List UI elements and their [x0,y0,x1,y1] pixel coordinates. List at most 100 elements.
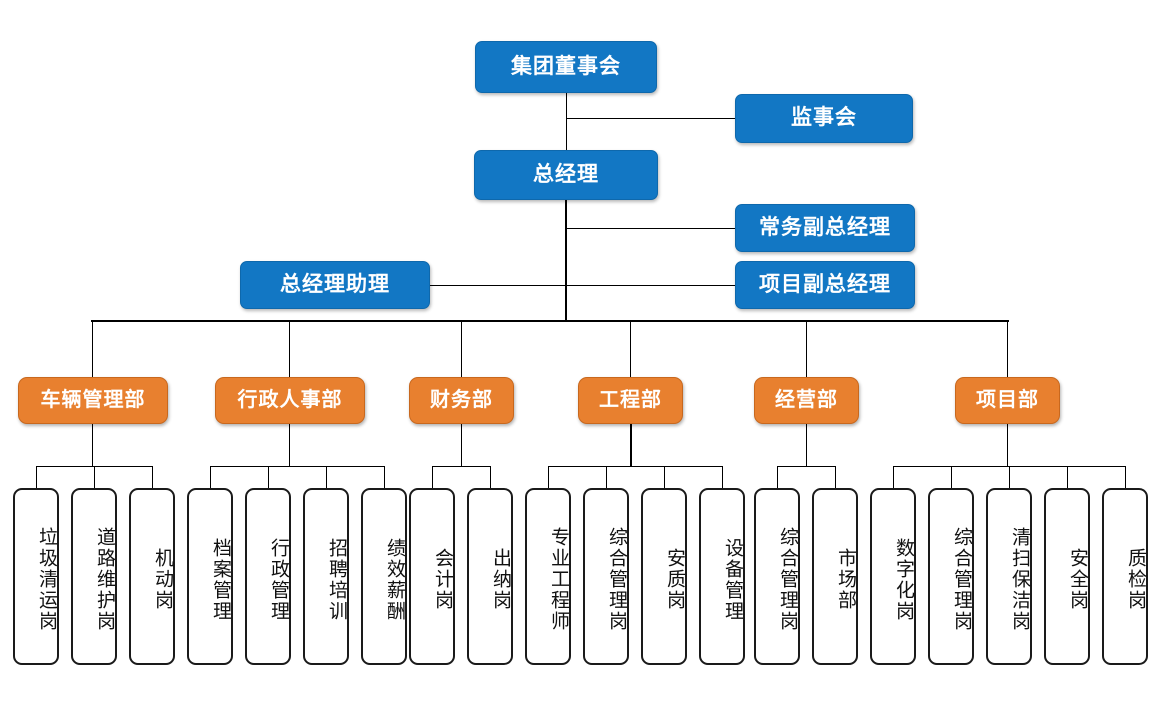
position-box[interactable]: 安质岗 [641,488,687,665]
connector-dept6-leaf3 [1009,466,1010,488]
position-label: 出纳岗 [490,548,511,611]
node-general-manager[interactable]: 总经理 [474,150,658,200]
connector-dept1-leaf1 [36,466,37,488]
node-label: 集团董事会 [511,54,621,78]
department-label: 工程部 [599,389,662,411]
node-label: 总经理 [533,162,599,186]
position-label: 专业工程师 [548,527,569,632]
connector-bus-to-dept-3 [461,320,462,377]
node-executive-vice-president[interactable]: 常务副总经理 [735,204,915,252]
connector-gm-spine-to-supervisory [566,118,735,119]
connector-dept1-stem [92,424,93,466]
position-box[interactable]: 档案管理 [187,488,233,665]
department-project[interactable]: 项目部 [955,377,1060,424]
connector-dept4-leaf2 [606,466,607,488]
connector-dept5-leaf2 [835,466,836,488]
connector-dept2-leaf4 [384,466,385,488]
connector-dept2-bus [210,466,384,467]
position-label: 垃圾清运岗 [36,527,57,632]
connector-dept6-leaf2 [951,466,952,488]
position-label: 设备管理 [722,537,743,622]
position-label: 绩效薪酬 [384,537,405,622]
connector-dept1-leaf3 [152,466,153,488]
position-box[interactable]: 行政管理 [245,488,291,665]
position-label: 行政管理 [268,537,289,622]
node-supervisory-board[interactable]: 监事会 [735,94,913,143]
department-finance[interactable]: 财务部 [409,377,514,424]
node-label: 常务副总经理 [759,215,891,239]
department-operations[interactable]: 经营部 [754,377,859,424]
department-label: 行政人事部 [237,389,343,411]
department-label: 经营部 [775,389,838,411]
connector-dept3-stem [461,424,462,466]
connector-dept3-bus [432,466,490,467]
position-label: 会计岗 [432,548,453,611]
position-box[interactable]: 设备管理 [699,488,745,665]
position-box[interactable]: 综合管理岗 [928,488,974,665]
connector-bus-to-dept-6 [1007,320,1008,377]
department-vehicle-management[interactable]: 车辆管理部 [18,377,168,424]
connector-dept4-leaf1 [548,466,549,488]
connector-bus-to-dept-5 [806,320,807,377]
position-box[interactable]: 清扫保洁岗 [986,488,1032,665]
connector-dept5-leaf1 [777,466,778,488]
position-box[interactable]: 道路维护岗 [71,488,117,665]
position-box[interactable]: 招聘培训 [303,488,349,665]
position-label: 安质岗 [664,548,685,611]
position-box[interactable]: 安全岗 [1044,488,1090,665]
connector-gm-to-exec-vp [566,228,735,229]
position-label: 综合管理岗 [777,527,798,632]
department-bus-line [91,320,1009,322]
connector-dept6-leaf4 [1067,466,1068,488]
connector-gm-to-project-vp [566,285,735,286]
connector-dept6-leaf5 [1125,466,1126,488]
connector-dept2-leaf3 [326,466,327,488]
connector-dept2-leaf1 [210,466,211,488]
connector-dept4-stem [630,424,632,466]
position-box[interactable]: 垃圾清运岗 [13,488,59,665]
connector-dept6-leaf1 [893,466,894,488]
connector-dept1-leaf2 [94,466,95,488]
department-admin-hr[interactable]: 行政人事部 [215,377,365,424]
node-project-vice-president[interactable]: 项目副总经理 [735,261,915,309]
connector-dept5-stem [806,424,807,466]
connector-bus-to-dept-2 [289,320,290,377]
position-label: 道路维护岗 [94,527,115,632]
position-box[interactable]: 综合管理岗 [754,488,800,665]
connector-dept2-stem [289,424,290,466]
connector-dept4-leaf4 [722,466,723,488]
position-box[interactable]: 质检岗 [1102,488,1148,665]
position-box[interactable]: 综合管理岗 [583,488,629,665]
position-box[interactable]: 会计岗 [409,488,455,665]
position-label: 市场部 [835,548,856,611]
position-box[interactable]: 出纳岗 [467,488,513,665]
department-engineering[interactable]: 工程部 [578,377,683,424]
connector-dept6-stem [1007,424,1008,466]
position-box[interactable]: 数字化岗 [870,488,916,665]
connector-dept2-leaf2 [268,466,269,488]
department-label: 项目部 [976,389,1039,411]
node-label: 总经理助理 [280,272,390,296]
connector-dept3-leaf1 [432,466,433,488]
position-label: 档案管理 [210,537,231,622]
node-gm-assistant[interactable]: 总经理助理 [240,261,430,309]
node-board-of-directors[interactable]: 集团董事会 [475,41,657,93]
connector-dept4-bus [548,466,722,467]
connector-bus-to-dept-1 [92,320,93,377]
position-label: 机动岗 [152,548,173,611]
position-label: 综合管理岗 [951,527,972,632]
position-label: 质检岗 [1125,548,1146,611]
node-label: 监事会 [791,106,857,130]
position-box[interactable]: 专业工程师 [525,488,571,665]
position-box[interactable]: 绩效薪酬 [361,488,407,665]
connector-board-to-gm [566,93,567,150]
position-box[interactable]: 市场部 [812,488,858,665]
connector-bus-to-dept-4 [630,320,631,377]
department-label: 车辆管理部 [40,389,146,411]
position-label: 综合管理岗 [606,527,627,632]
position-box[interactable]: 机动岗 [129,488,175,665]
department-label: 财务部 [430,389,493,411]
position-label: 清扫保洁岗 [1009,527,1030,632]
connector-dept4-leaf3 [664,466,665,488]
